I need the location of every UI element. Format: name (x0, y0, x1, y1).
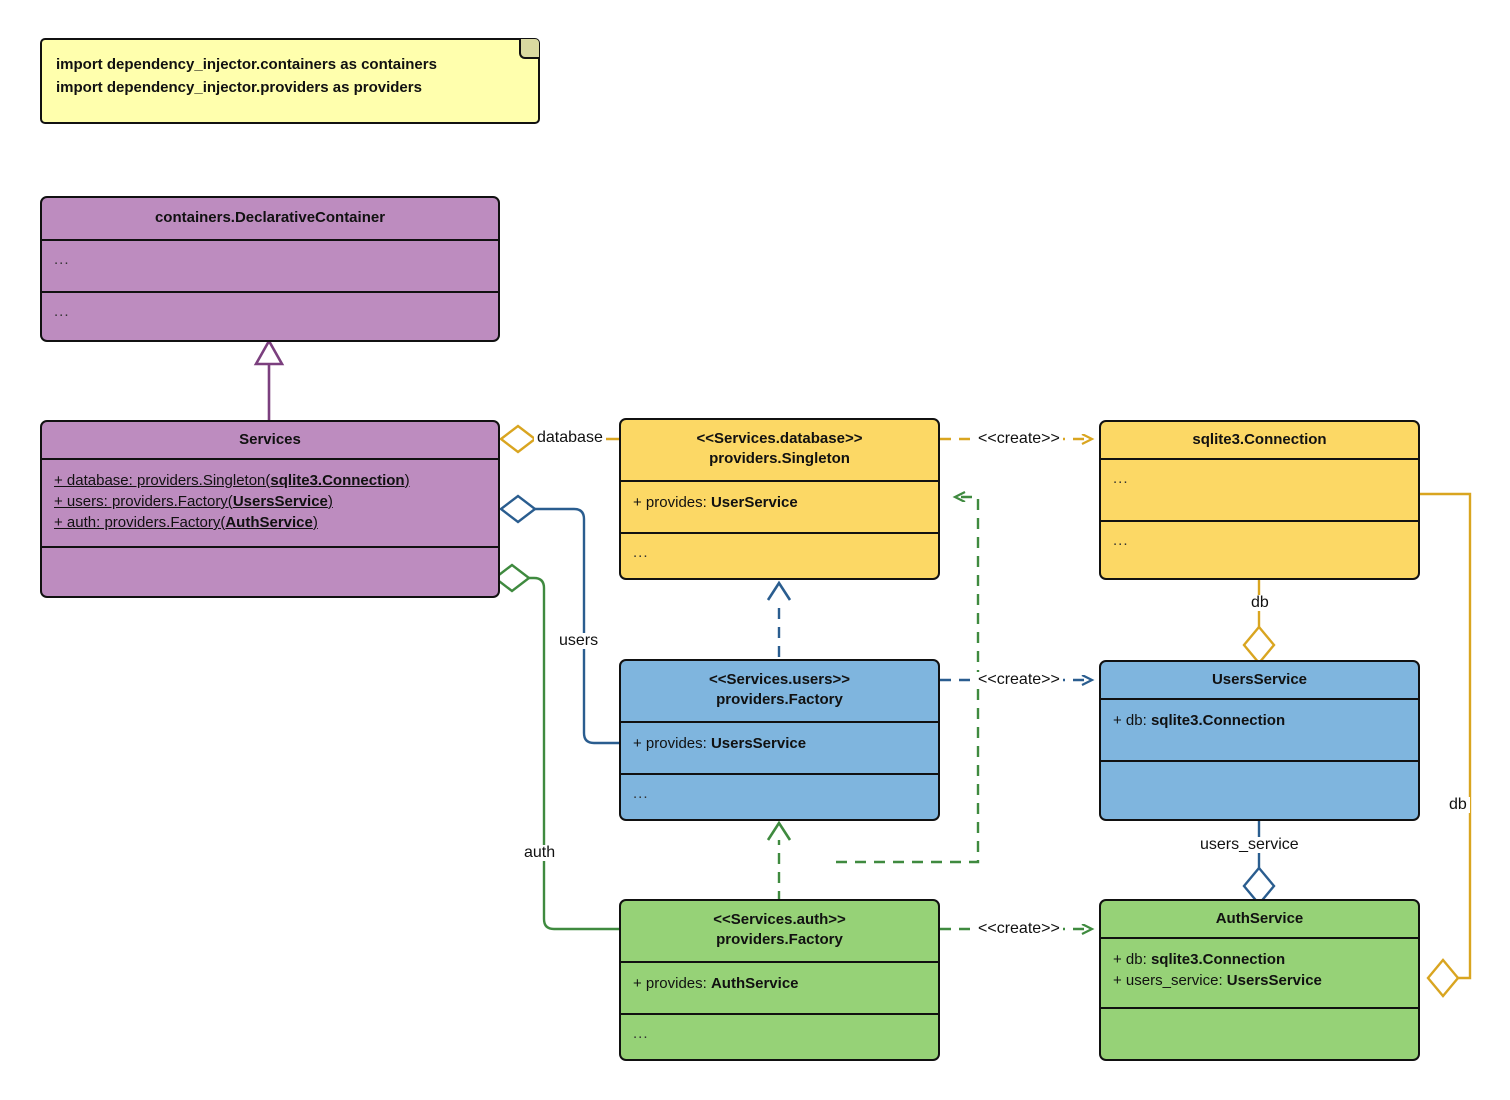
services-attr-auth: + auth: providers.Factory(AuthService) (54, 514, 318, 531)
note-line-1: import dependency_injector.containers as… (56, 56, 437, 73)
edge-aggregation-usersservice-db (1242, 580, 1276, 665)
edge-aggregation-authservice-db (1420, 492, 1472, 998)
import-note: import dependency_injector.containers as… (40, 38, 540, 124)
edge-aggregation-authservice-users-service (1242, 821, 1276, 906)
note-fold-icon (519, 39, 539, 59)
note-line-2: import dependency_injector.providers as … (56, 78, 422, 96)
edge-label-create-database: <<create>> (975, 431, 1063, 447)
auth-service-attr-db: + db: sqlite3.Connection (1113, 951, 1286, 968)
class-title-sqlite3-connection: sqlite3.Connection (1192, 431, 1327, 448)
edge-aggregation-users (499, 494, 619, 745)
class-title-auth-service: AuthService (1215, 910, 1304, 927)
class-title-services-auth: <<Services.auth>> providers.Factory (621, 901, 938, 959)
edge-label-db-auth-service: db (1446, 797, 1470, 813)
class-attributes-users-service: + db: sqlite3.Connection (1113, 712, 1286, 729)
class-title-declarative-container: containers.DeclarativeContainer (154, 209, 386, 226)
class-box-auth-service[interactable]: AuthService + db: sqlite3.Connection + u… (1099, 899, 1420, 1061)
class-title-services-users: <<Services.users>> providers.Factory (621, 661, 938, 719)
edge-label-create-users: <<create>> (975, 672, 1063, 688)
class-title-services-database-line1: <<Services.database>> (696, 430, 863, 447)
class-box-users-service[interactable]: UsersService + db: sqlite3.Connection (1099, 660, 1420, 821)
edge-label-database: database (534, 430, 606, 446)
services-attr-users: + users: providers.Factory(UsersService) (54, 493, 333, 510)
class-operations-services-users: ... (633, 785, 649, 802)
class-attributes-services-users: + provides: UsersService (633, 735, 807, 752)
services-attr-database: + database: providers.Singleton(sqlite3.… (54, 472, 410, 489)
class-title-services-database-line2: providers.Singleton (709, 449, 850, 467)
class-attributes-services-database: + provides: UserService (633, 494, 798, 511)
edge-aggregation-auth (493, 563, 619, 931)
class-operations-users-service (1101, 760, 1418, 819)
edge-label-users-service: users_service (1197, 837, 1302, 853)
edge-label-db-users-service: db (1248, 595, 1272, 611)
class-box-services[interactable]: Services + database: providers.Singleton… (40, 420, 500, 598)
class-box-services-users[interactable]: <<Services.users>> providers.Factory + p… (619, 659, 940, 821)
edge-dependency-auth-users (766, 820, 792, 902)
class-title-services-auth-line1: <<Services.auth>> (713, 911, 846, 928)
class-title-services-users-line1: <<Services.users>> (709, 671, 850, 688)
class-box-sqlite3-connection[interactable]: sqlite3.Connection ... ... (1099, 420, 1420, 580)
class-attributes-declarative-container: ... (54, 251, 70, 268)
class-operations-auth-service (1101, 1007, 1418, 1059)
class-box-services-database[interactable]: <<Services.database>> providers.Singleto… (619, 418, 940, 580)
class-box-services-auth[interactable]: <<Services.auth>> providers.Factory + pr… (619, 899, 940, 1061)
class-title-services-auth-line2: providers.Factory (716, 930, 843, 948)
class-attributes-services-auth: + provides: AuthService (633, 975, 799, 992)
note-text: import dependency_injector.containers as… (42, 40, 538, 109)
class-title-services: Services (239, 431, 301, 448)
class-operations-services-database: ... (633, 544, 649, 561)
class-operations-sqlite3-connection: ... (1113, 532, 1129, 549)
edge-label-create-auth: <<create>> (975, 921, 1063, 937)
class-title-services-database: <<Services.database>> providers.Singleto… (621, 420, 938, 478)
class-title-services-users-line2: providers.Factory (716, 690, 843, 708)
edge-label-users: users (556, 633, 602, 649)
class-operations-services-auth: ... (633, 1025, 649, 1042)
class-operations-services (42, 546, 498, 596)
auth-service-attr-users-service: + users_service: UsersService (1113, 972, 1322, 989)
edge-dependency-users-database (766, 580, 792, 657)
class-title-users-service: UsersService (1211, 671, 1308, 688)
class-box-declarative-container[interactable]: containers.DeclarativeContainer ... ... (40, 196, 500, 342)
class-attributes-auth-service: + db: sqlite3.Connection + users_service… (1101, 939, 1418, 1001)
class-attributes-sqlite3-connection: ... (1113, 470, 1129, 487)
class-operations-declarative-container: ... (54, 303, 70, 320)
edge-generalization-services (253, 338, 285, 422)
edge-label-auth: auth (521, 845, 559, 861)
